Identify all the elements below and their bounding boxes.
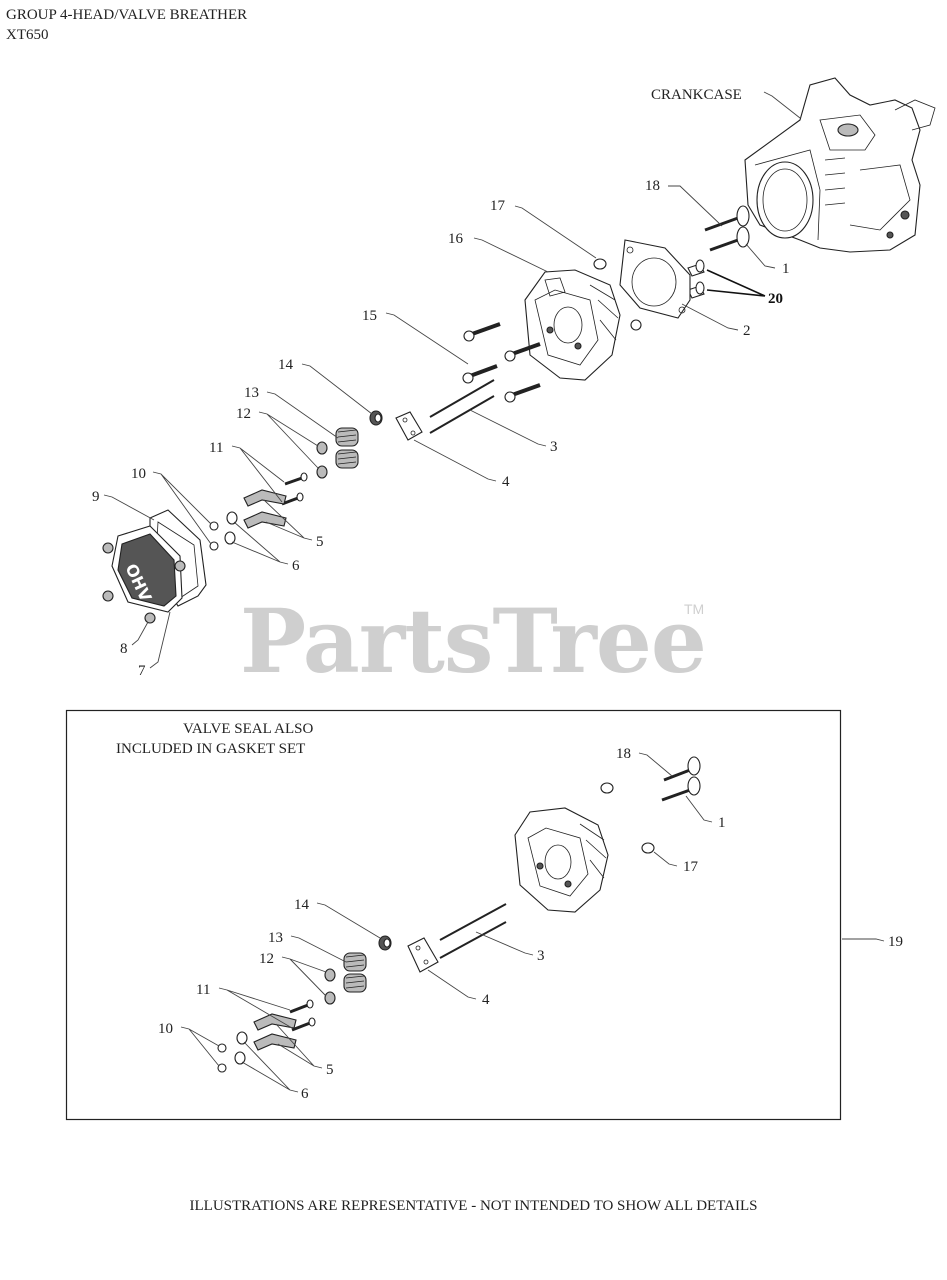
valve-spring — [335, 427, 359, 447]
callout-14: 14 — [278, 357, 294, 373]
inset-valve-spring — [343, 952, 367, 972]
valve-spring — [335, 449, 359, 469]
callout-20: 20 — [768, 291, 783, 307]
inset-callout-4: 4 — [482, 992, 490, 1008]
inset-callout-10: 10 — [158, 1021, 173, 1037]
cover-bolt — [102, 590, 114, 602]
page-header: GROUP 4-HEAD/VALVE BREATHER XT650 — [6, 5, 247, 45]
crankcase-illustration — [744, 77, 936, 253]
inset-valve-exhaust — [661, 776, 701, 802]
inset-callout-12: 12 — [259, 951, 274, 967]
inset-push-rod — [439, 903, 507, 941]
valve-seal-pair — [687, 259, 705, 299]
inset-callout-11: 11 — [196, 982, 210, 998]
inset-push-rod — [439, 921, 507, 959]
disclaimer-footer: ILLUSTRATIONS ARE REPRESENTATIVE - NOT I… — [189, 1198, 758, 1214]
push-rod-guide-plate — [395, 411, 423, 441]
cover-bolt — [144, 612, 156, 624]
valve-exhaust — [709, 226, 750, 252]
watermark: PartsTree — [240, 589, 706, 693]
rocker-pivot — [226, 511, 238, 525]
inset-dowel-pin — [600, 782, 614, 794]
inset-rocker-arm — [253, 1033, 297, 1051]
valve-stem-seal — [369, 410, 383, 426]
callout-9: 9 — [92, 489, 100, 505]
model-number: XT650 — [6, 27, 49, 43]
callout-6: 6 — [292, 558, 300, 574]
callout-1: 1 — [782, 261, 790, 277]
inset-note-line1: VALVE SEAL ALSO — [183, 721, 313, 737]
rocker-pivot — [224, 531, 236, 545]
group-title: GROUP 4-HEAD/VALVE BREATHER — [6, 7, 248, 23]
callout-10: 10 — [131, 466, 146, 482]
inset-guide-plate — [407, 937, 439, 973]
watermark-tm: TM — [684, 601, 704, 617]
head-bolt — [462, 364, 498, 384]
callout-12: 12 — [236, 406, 251, 422]
inset-spring-retainer — [324, 991, 336, 1005]
inset-callout-19: 19 — [888, 934, 903, 950]
callout-13: 13 — [244, 385, 259, 401]
push-rod — [429, 379, 495, 418]
head-gasket — [619, 239, 691, 319]
inset-note-line2: INCLUDED IN GASKET SET — [116, 741, 305, 757]
rocker-nut — [209, 541, 219, 551]
rocker-stud — [284, 472, 308, 486]
rocker-arm — [243, 511, 287, 529]
head-assembly-inset-box — [65, 709, 842, 1121]
callout-16: 16 — [448, 231, 464, 247]
rocker-arm — [243, 489, 287, 507]
spring-retainer — [316, 465, 328, 479]
callout-7: 7 — [138, 663, 146, 679]
inset-rocker-pivot — [234, 1051, 246, 1065]
inset-rocker-arm — [253, 1013, 297, 1031]
callout-17: 17 — [490, 198, 506, 214]
cover-bolt — [102, 542, 114, 554]
callout-4: 4 — [502, 474, 510, 490]
inset-callout-1: 1 — [718, 815, 726, 831]
inset-callout-18: 18 — [616, 746, 631, 762]
inset-cylinder-head — [514, 807, 609, 913]
inset-valve-intake — [663, 756, 701, 782]
inset-rocker-pivot — [236, 1031, 248, 1045]
inset-callout-17: 17 — [683, 859, 699, 875]
head-bolt — [504, 342, 541, 362]
inset-callout-13: 13 — [268, 930, 283, 946]
inset-rocker-nut — [217, 1043, 227, 1053]
inset-rocker-nut — [217, 1063, 227, 1073]
inset-rocker-stud — [291, 1017, 316, 1032]
inset-callout-14: 14 — [294, 897, 310, 913]
push-rod — [429, 395, 495, 434]
callout-8: 8 — [120, 641, 128, 657]
cover-bolt — [174, 560, 186, 572]
cylinder-head — [524, 269, 621, 381]
inset-rocker-stud — [289, 999, 314, 1014]
head-bolt — [504, 383, 541, 403]
valve-intake — [704, 205, 750, 232]
inset-spring-retainer — [324, 968, 336, 982]
inset-valve-stem-seal — [378, 935, 392, 951]
dowel-pin — [630, 319, 642, 331]
inset-dowel-pin — [641, 842, 655, 854]
callout-2: 2 — [743, 323, 751, 339]
inset-callout-6: 6 — [301, 1086, 309, 1102]
inset-callout-3: 3 — [537, 948, 545, 964]
callout-5: 5 — [316, 534, 324, 550]
spring-retainer — [316, 441, 328, 455]
inset-valve-spring — [343, 973, 367, 993]
callout-15: 15 — [362, 308, 377, 324]
crankcase-label: CRANKCASE — [651, 87, 742, 103]
callout-11: 11 — [209, 440, 223, 456]
valve-cover: OHV — [111, 525, 183, 613]
dowel-pin — [593, 258, 607, 270]
callout-3: 3 — [550, 439, 558, 455]
inset-callout-5: 5 — [326, 1062, 334, 1078]
head-bolt — [463, 322, 501, 342]
callout-18: 18 — [645, 178, 660, 194]
rocker-nut — [209, 521, 219, 531]
